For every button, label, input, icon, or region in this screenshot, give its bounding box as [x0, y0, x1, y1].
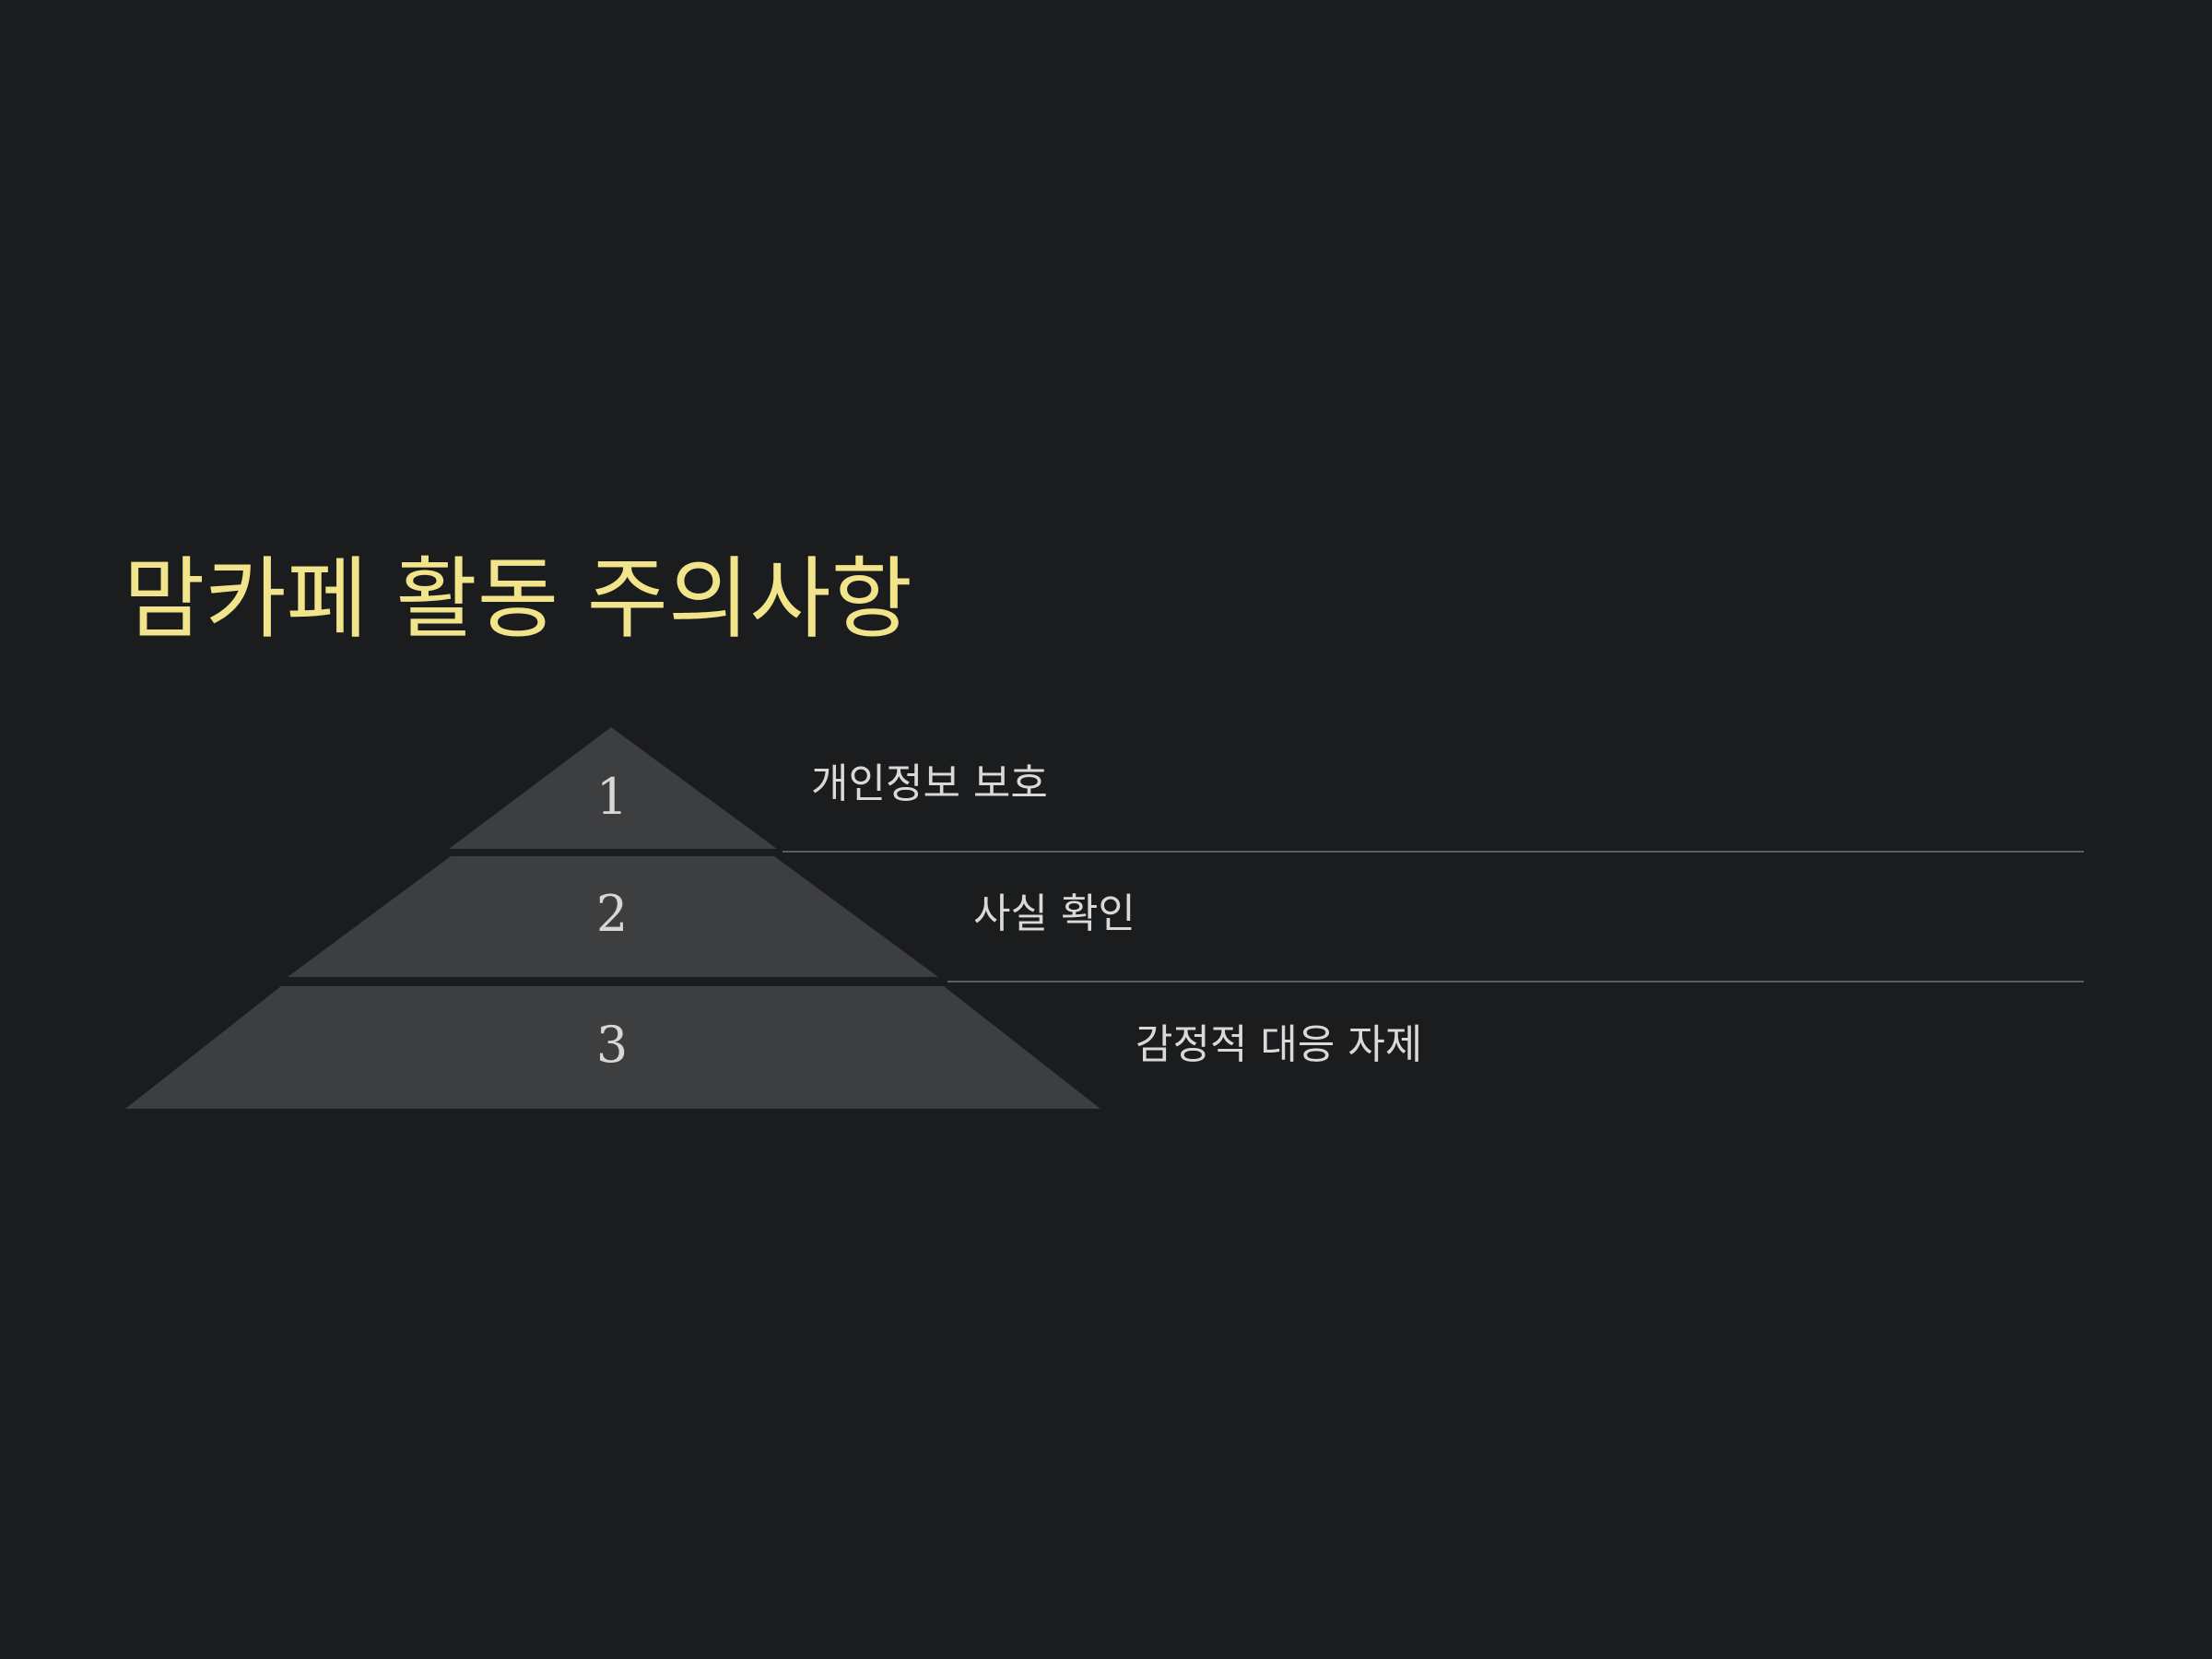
pyramid-label-1: 개인정보 보호: [811, 760, 1048, 807]
pyramid-label-2: 사실 확인: [973, 890, 1135, 937]
pyramid-tier-1: [449, 727, 777, 849]
pyramid-number-3: 3: [596, 1016, 628, 1074]
slide-title: 맘카페 활동 주의사항: [124, 547, 912, 651]
pyramid-label-3: 감정적 대응 자제: [1135, 1021, 1422, 1068]
pyramid-number-2: 2: [596, 885, 628, 943]
pyramid-tier-3: [125, 986, 1100, 1109]
pyramid-tier-2: [288, 856, 938, 977]
pyramid-number-1: 1: [596, 768, 628, 826]
